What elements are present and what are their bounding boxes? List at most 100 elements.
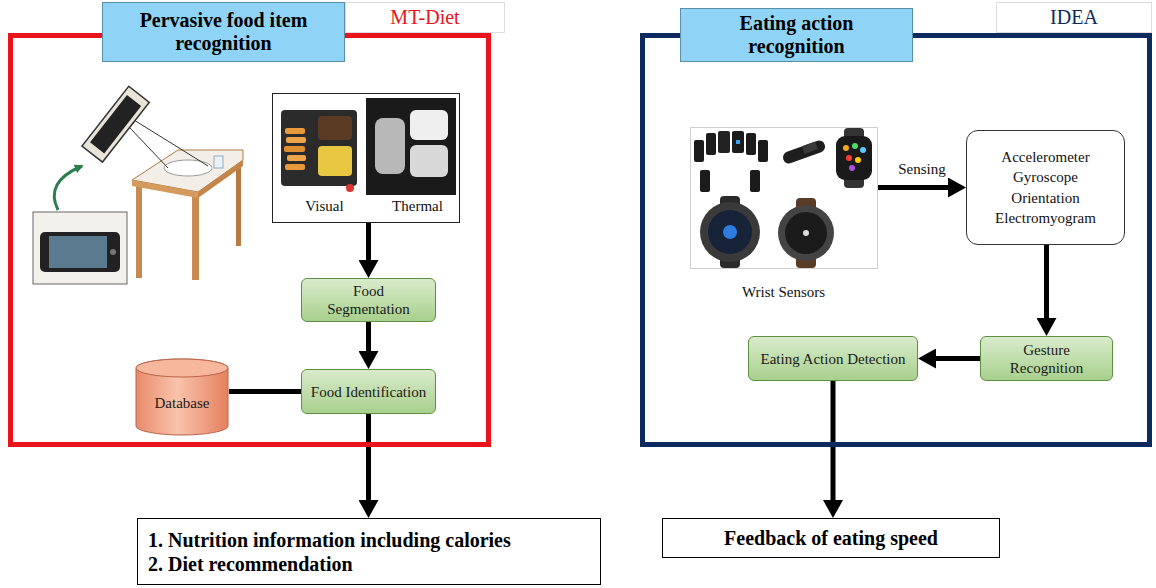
image-caption: Wrist Sensors [690,284,878,301]
table-leg [236,164,241,246]
output-box: Feedback of eating speed [662,518,1000,558]
view-line [130,128,168,168]
sensor-name: Gyroscope [1013,167,1078,187]
heading-text: Eating action recognition [689,12,904,58]
food-item [285,128,305,134]
connector-arrow [366,322,371,359]
image-box: Wrist Sensors [690,127,878,269]
food-item [318,146,352,176]
thermal-blob [410,110,448,140]
armband-light [736,140,740,144]
text-holder: MT-Diet [345,2,505,33]
armband-segment [718,131,730,153]
round-watch [778,205,834,261]
table-leg [136,186,142,278]
fitness-band [781,139,826,165]
armband-segment [706,133,716,155]
image-caption: Thermal [376,198,460,215]
text-holder: Visual [290,198,360,215]
box-label: Eating Action Detection [761,350,906,368]
table-leg [192,196,199,280]
process-box: Gesture Recognition [980,336,1113,381]
panel-tag: MT-Diet [390,6,459,29]
box-label: Gesture Recognition [989,341,1104,377]
heading-text: Pervasive food item recognition [111,9,336,55]
view-line [134,120,208,166]
panel-tag: IDEA [1050,6,1098,29]
food-item [318,116,352,140]
connector-arrow [928,356,980,361]
process-box: Eating Action Detection [748,336,918,381]
image-box: Visual Thermal [272,93,460,223]
thermal-image [366,98,456,195]
table-edge [132,180,198,198]
armband-segment [746,133,756,155]
app-icon [860,147,866,153]
round-watch [700,202,760,262]
phone-frame [82,86,149,162]
cylinder-top [136,359,228,377]
panel-frame: MT-DietPervasive food item recognitionVi… [8,33,491,447]
text-holder: Wrist Sensors [690,284,878,301]
visual-image [277,98,361,195]
panel-heading: Eating action recognition [680,8,913,62]
panel-heading: Pervasive food item recognition [102,2,345,62]
smart-watch [836,136,872,180]
image-caption: Visual [290,198,360,215]
watch-dial [723,225,737,239]
process-box: Food Segmentation [301,278,436,322]
food-images [277,98,456,195]
armband-segment [700,170,710,192]
phone-body [40,232,120,272]
output-text: 2. Diet recommendation [148,552,353,576]
food-item [346,184,354,192]
food-tray [281,110,357,186]
connector-arrow [366,223,371,268]
sensor-list-box: AccelerometerGyroscopeOrientationElectro… [966,130,1125,245]
box-label: Food Identification [311,383,426,401]
mounted-phone [82,86,149,162]
food-item [286,137,306,143]
phone-photo [33,212,127,284]
app-icon [843,145,849,151]
curved-arrow [54,166,82,210]
box-label: Database [155,395,210,412]
sensor-name: Electromyogram [995,208,1096,228]
output-box: 1. Nutrition information including calor… [137,518,601,585]
thermal-blob [375,118,405,174]
glass [214,156,223,168]
phone-body [90,95,141,153]
box-label: Food Segmentation [310,282,427,318]
phone-screen [49,236,107,268]
armband-segment [758,140,768,162]
app-icon [849,165,855,171]
watch-dial [803,230,809,236]
text-holder: IDEA [996,2,1152,33]
output-text: Feedback of eating speed [724,526,938,550]
food-item [287,155,306,161]
connector-arrow [229,389,301,394]
plate [164,160,212,176]
armband-segment [732,131,744,153]
food-item [284,146,305,152]
process-box: Food Identification [301,369,436,414]
connector-arrow [366,414,371,508]
armband-segment [694,140,704,162]
database-cylinder: Database [135,358,229,436]
output-text: 1. Nutrition information including calor… [148,528,511,552]
watch-face [785,212,827,254]
sensor-name: Orientation [1011,188,1079,208]
app-icon [852,143,858,149]
cylinder-body [136,359,228,435]
watch-face [708,210,752,254]
armband-segment [750,170,760,192]
panel-frame: IDEAEating action recognitionWrist Senso… [640,33,1152,447]
table-illustration [33,86,243,284]
phone-camera [110,249,116,255]
food-item [285,164,305,170]
app-icon [855,157,861,163]
connector-arrow [878,185,956,190]
text-holder: Thermal [376,198,460,215]
app-icon [846,155,852,161]
